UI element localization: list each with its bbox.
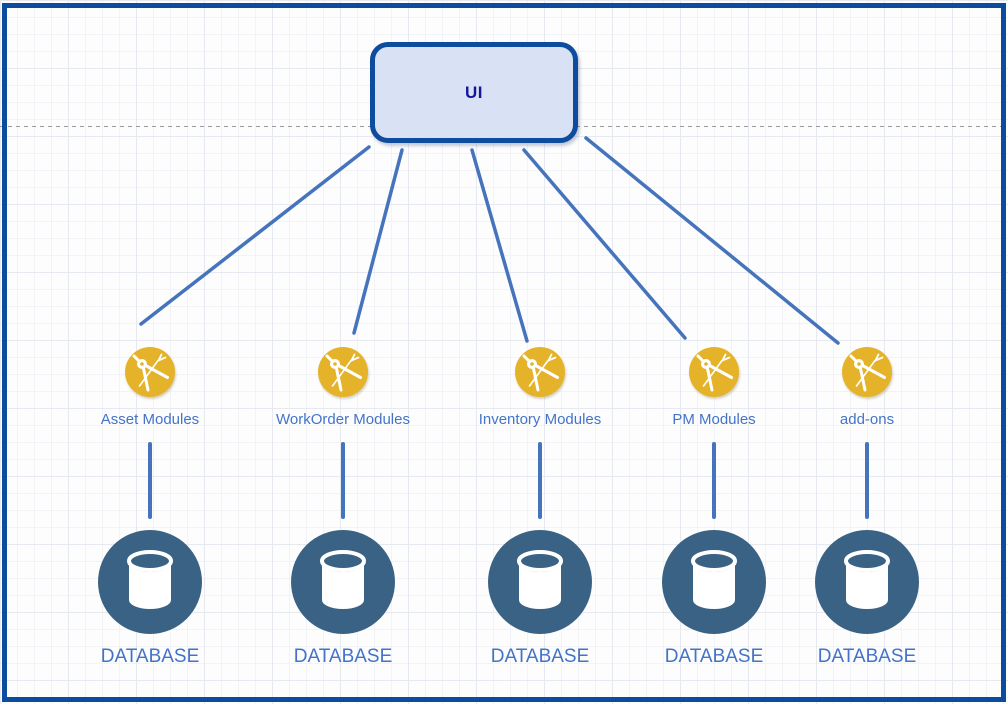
node-database-addons — [815, 530, 919, 634]
node-workorder-modules-label: WorkOrder Modules — [276, 411, 410, 428]
compass-icon — [132, 353, 169, 392]
compass-icon — [849, 353, 886, 392]
database-icon — [815, 530, 919, 634]
node-database-pm-label: DATABASE — [664, 646, 764, 667]
compass-icon — [696, 353, 733, 392]
compass-icon — [522, 353, 559, 392]
node-database-workorder-label: DATABASE — [293, 646, 393, 667]
database-icon — [291, 530, 395, 634]
node-asset-modules-label: Asset Modules — [100, 411, 200, 428]
node-database-addons-label: DATABASE — [817, 646, 917, 667]
node-pm-modules-label: PM Modules — [672, 411, 756, 428]
node-inventory-modules — [515, 347, 565, 397]
node-ui-label: UI — [465, 82, 483, 102]
compass-icon — [325, 353, 362, 392]
node-database-asset-label: DATABASE — [100, 646, 200, 667]
database-icon — [662, 530, 766, 634]
node-database-inventory-label: DATABASE — [490, 646, 590, 667]
connector-ui-pm — [522, 148, 687, 340]
database-icon — [98, 530, 202, 634]
connector-ui-addons — [584, 136, 840, 345]
connector-ui-inventory — [470, 148, 529, 343]
node-add-ons — [842, 347, 892, 397]
node-asset-modules — [125, 347, 175, 397]
node-add-ons-label: add-ons — [839, 411, 895, 428]
node-workorder-modules — [318, 347, 368, 397]
node-ui-root: UI — [370, 42, 578, 143]
node-database-workorder — [291, 530, 395, 634]
node-database-pm — [662, 530, 766, 634]
database-icon — [488, 530, 592, 634]
node-inventory-modules-label: Inventory Modules — [478, 411, 602, 428]
connector-ui-workorder — [352, 148, 404, 335]
node-database-inventory — [488, 530, 592, 634]
node-database-asset — [98, 530, 202, 634]
connector-ui-asset — [139, 145, 371, 326]
node-pm-modules — [689, 347, 739, 397]
